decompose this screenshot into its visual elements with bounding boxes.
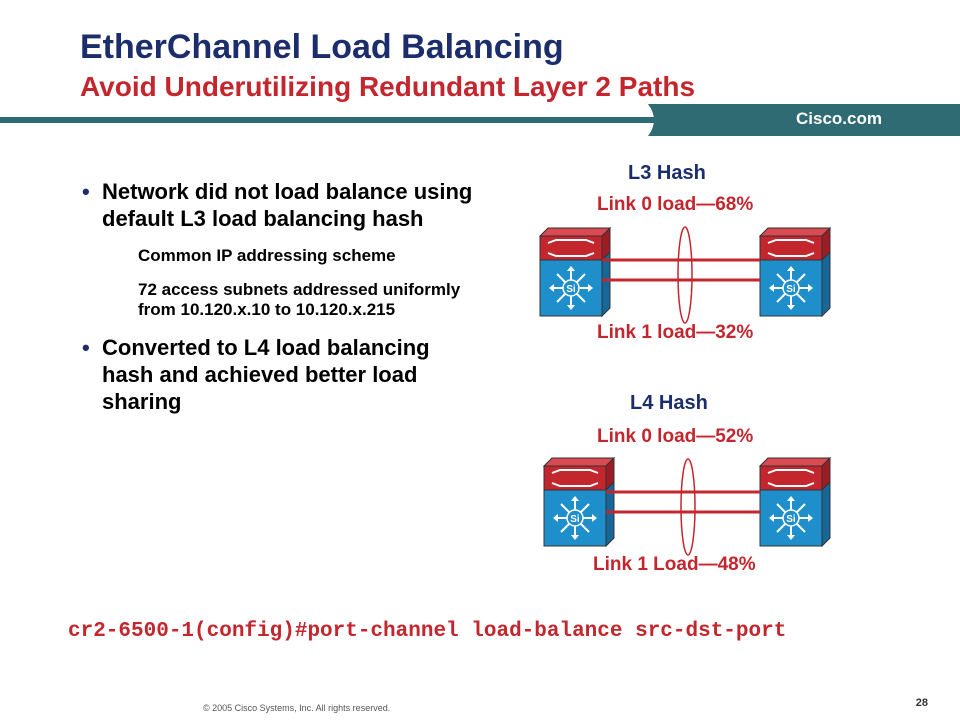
sub-bullet: 72 access subnets addressed uniformly fr… [138, 280, 461, 319]
bullet-list: • Network did not load balance using def… [82, 178, 482, 429]
l4-link0-label: Link 0 load—52% [597, 426, 754, 447]
port-channel-ellipse [680, 458, 696, 556]
cisco-logo: Cisco.com [796, 109, 882, 128]
slide-subtitle: Avoid Underutilizing Redundant Layer 2 P… [80, 71, 696, 102]
switch-label: Si [566, 284, 576, 295]
l3-link0-label: Link 0 load—68% [597, 194, 754, 215]
switch-icon [759, 457, 831, 547]
switch-label: Si [786, 284, 796, 295]
l3-link1-label: Link 1 load—32% [597, 322, 754, 343]
topology-graphic: Si Si Si Si [539, 226, 831, 556]
config-command: cr2-6500-1(config)#port-channel load-bal… [68, 620, 787, 643]
bullet-item: • Network did not load balance using def… [82, 178, 482, 232]
switch-label: Si [570, 514, 580, 525]
sub-bullet: Common IP addressing scheme [138, 246, 396, 265]
header-bar [0, 104, 960, 136]
etherchannel-diagram: L3 Hash Link 0 load—68% Link 1 load—32% [520, 150, 860, 590]
switch-icon [759, 227, 831, 317]
page-number: 28 [915, 697, 928, 709]
switch-label: Si [786, 514, 796, 525]
l4-hash-label: L4 Hash [630, 392, 708, 414]
bullet-item: • Converted to L4 load balancing hash an… [82, 334, 482, 415]
bullet-text: Converted to L4 load balancing hash and … [102, 335, 430, 414]
footer-copyright: © 2005 Cisco Systems, Inc. All rights re… [203, 703, 391, 713]
slide-title: EtherChannel Load Balancing [80, 28, 564, 66]
l4-link1-label: Link 1 Load—48% [593, 554, 756, 575]
bullet-dot-icon: • [82, 335, 90, 360]
switch-icon [539, 227, 611, 317]
port-channel-ellipse [677, 226, 693, 324]
bullet-dot-icon: • [82, 179, 90, 204]
switch-icon [543, 457, 615, 547]
bullet-text: Network did not load balance using defau… [102, 179, 473, 231]
l3-hash-label: L3 Hash [628, 162, 706, 184]
